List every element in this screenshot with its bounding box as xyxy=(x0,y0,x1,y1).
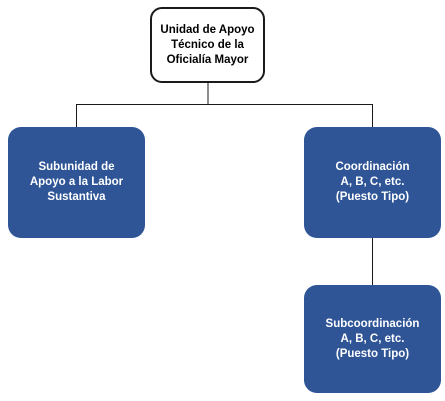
subunit-label: Subunidad de Apoyo a la Labor Sustantiva xyxy=(29,161,124,203)
subunit-box: Subunidad de Apoyo a la Labor Sustantiva xyxy=(8,127,145,238)
subcoordination-box: Subcoordinación A, B, C, etc. (Puesto Ti… xyxy=(304,285,441,393)
root-unit-box: Unidad de Apoyo Técnico de la Oficialía … xyxy=(150,7,265,83)
subcoordination-label: Subcoordinación A, B, C, etc. (Puesto Ti… xyxy=(325,317,420,360)
coordination-label: Coordinación A, B, C, etc. (Puesto Tipo) xyxy=(335,161,410,203)
coordination-box: Coordinación A, B, C, etc. (Puesto Tipo) xyxy=(304,127,441,238)
root-unit-label: Unidad de Apoyo Técnico de la Oficialía … xyxy=(160,23,255,66)
